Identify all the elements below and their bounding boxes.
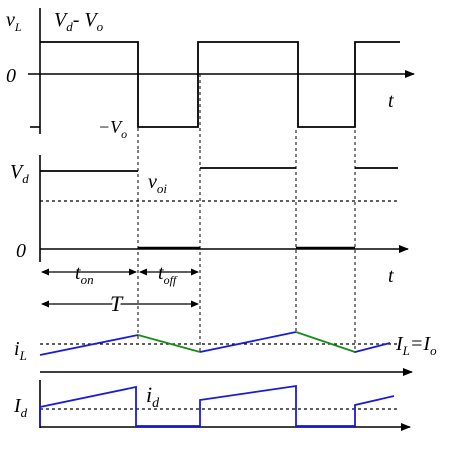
period-label: T (110, 291, 124, 316)
iL-rising-segment (354, 342, 391, 353)
ton-label: ton (75, 262, 94, 287)
iL-average-label: IL=Io (395, 333, 437, 358)
id-waveform (39, 384, 395, 427)
labels: vL Vd- Vo 0 −Vo t Vd voi 0 t ton toff T … (6, 9, 437, 420)
voi-zero-label: 0 (16, 240, 26, 262)
id-panel (39, 380, 411, 431)
vL-high-level-label: Vd- Vo (54, 9, 104, 34)
vd-label: Vd (10, 161, 29, 186)
vL-waveform (40, 41, 400, 128)
switching-instant-markers (137, 74, 356, 353)
iL-falling-segment (295, 331, 356, 353)
voi-time-label: t (388, 265, 394, 287)
vL-zero-label: 0 (6, 65, 16, 87)
voi-label: voi (148, 171, 167, 196)
vL-axis-label: vL (6, 9, 22, 34)
voi-panel (39, 155, 409, 262)
vL-panel (28, 8, 415, 134)
id-label: id (146, 382, 160, 411)
iL-panel (39, 331, 413, 376)
iL-falling-segment (137, 334, 201, 353)
id-average-label: Id (13, 395, 28, 420)
vL-time-label: t (388, 90, 394, 112)
timing-dimensions (41, 268, 199, 308)
iL-rising-segment (199, 331, 297, 353)
vL-low-level-label: −Vo (98, 117, 127, 141)
iL-rising-segment (39, 334, 139, 356)
iL-label: iL (14, 338, 27, 363)
toff-label: toff (158, 262, 178, 287)
